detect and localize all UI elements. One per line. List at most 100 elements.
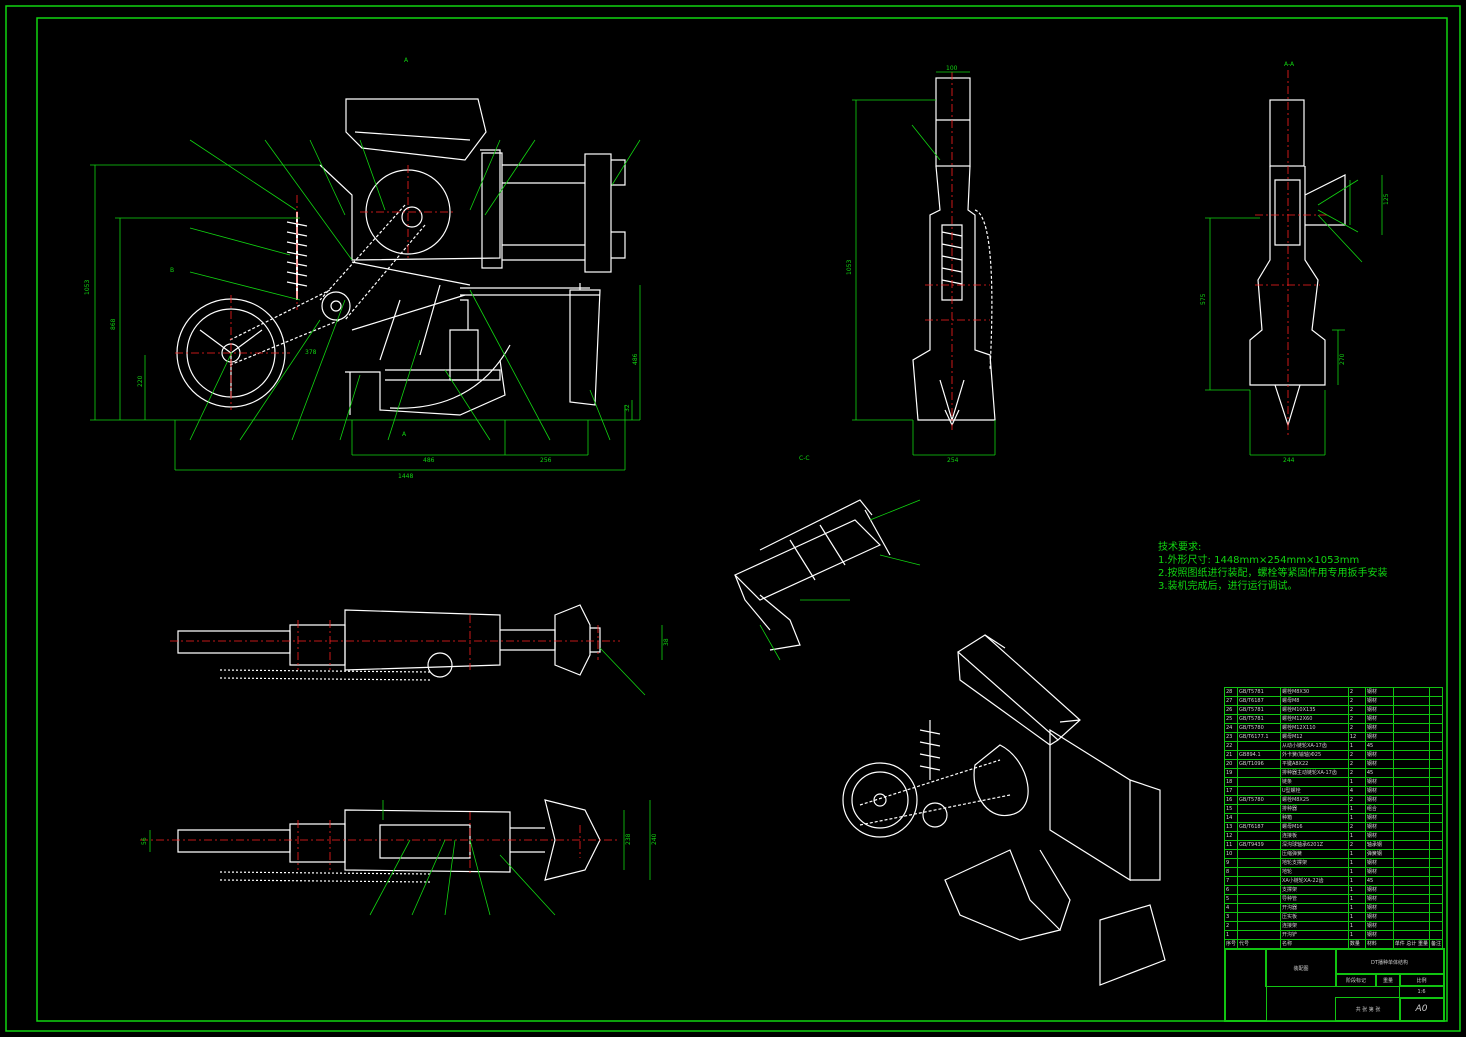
furrow-shovel [569, 283, 601, 406]
bom-cell-qty: 1 [1347, 831, 1366, 841]
bom-cell-no: 7 [1223, 876, 1239, 886]
label-a-bottom: A [402, 431, 407, 438]
bom-cell-weight [1392, 885, 1430, 895]
bom-cell-note [1428, 687, 1444, 697]
bom-cell-mat: 钢材 [1364, 705, 1394, 715]
title-material: 装配图 [1265, 949, 1337, 987]
tech-item-2: 2.按照图纸进行装配，螺栓等紧固件用专用扳手安装 [1158, 568, 1388, 579]
bom-cell-no: 13 [1223, 822, 1239, 832]
bom-cell-weight [1392, 696, 1430, 706]
bom-cell-weight [1392, 930, 1430, 940]
bom-cell-mat: 45 [1364, 741, 1394, 751]
bom-cell-note [1428, 867, 1444, 877]
front-dimension-text: 1448 486 256 1053 868 220 486 32 378 A A… [84, 57, 639, 480]
bom-cell-std [1237, 921, 1281, 931]
bom-cell-weight [1392, 813, 1430, 823]
bom-cell-mat: 轴承钢 [1364, 840, 1394, 850]
side-centerlines [925, 72, 990, 430]
bom-cell-std [1237, 894, 1281, 904]
bom-cell-mat: 钢材 [1364, 894, 1394, 904]
bom-cell-mat: 钢材 [1364, 687, 1394, 697]
bom-cell-weight [1392, 921, 1430, 931]
bom-cell-name: 螺栓M8X30 [1279, 687, 1349, 697]
bom-cell-qty: 1 [1347, 930, 1366, 940]
bom-cell-weight [1392, 894, 1430, 904]
bom-cell-qty: 2 [1347, 768, 1366, 778]
bom-cell-note [1428, 777, 1444, 787]
dim-end-height: 575 [1200, 293, 1207, 305]
bom-cell-qty: 1 [1347, 804, 1366, 814]
bom-cell-note [1428, 876, 1444, 886]
bom-cell-no: 16 [1223, 795, 1239, 805]
bom-cell-no: 9 [1223, 858, 1239, 868]
title-size: A0 [1399, 997, 1444, 1021]
bom-cell-no: 1 [1223, 930, 1239, 940]
section-cc [733, 499, 891, 651]
dim-868: 868 [110, 318, 117, 330]
drive-chain [319, 204, 426, 321]
end-view [1249, 99, 1346, 428]
bom-cell-mat: 钢材 [1364, 786, 1394, 796]
bom-cell-name: 开沟铲 [1279, 930, 1349, 940]
bom-cell-weight [1392, 822, 1430, 832]
bom-cell-no: 3 [1223, 912, 1239, 922]
bom-cell-name: 螺栓M8X25 [1279, 795, 1349, 805]
bom-cell-weight [1392, 858, 1430, 868]
bom-cell-qty: 1 [1347, 876, 1366, 886]
bom-cell-note [1428, 822, 1444, 832]
bom-cell-note [1428, 921, 1444, 931]
bom-cell-no: 21 [1223, 750, 1239, 760]
bom-cell-std [1237, 867, 1281, 877]
seed-hopper [345, 98, 487, 161]
bom-cell-name: 螺母M16 [1279, 822, 1349, 832]
side-hopper [935, 77, 971, 167]
dim-378: 378 [305, 349, 317, 356]
bom-cell-mat: 钢材 [1364, 795, 1394, 805]
dim-side-width: 254 [947, 457, 959, 464]
bom-cell-note [1428, 849, 1444, 859]
bom-cell-qty: 2 [1347, 840, 1366, 850]
bom-cell-weight [1392, 759, 1430, 769]
bom-cell-weight [1392, 849, 1430, 859]
bom-cell-std: GB/T5781 [1237, 714, 1281, 724]
bom-cell-qty: 1 [1347, 885, 1366, 895]
bom-cell-name: 导种管 [1279, 894, 1349, 904]
bom-cell-std [1237, 804, 1281, 814]
bom-cell-no: 17 [1223, 786, 1239, 796]
bom-cell-mat: 钢材 [1364, 912, 1394, 922]
bom-cell-no: 24 [1223, 723, 1239, 733]
inner-border [36, 17, 1448, 1022]
bom-cell-name: 地轮支撑架 [1279, 858, 1349, 868]
dim-plan2-a: 56 [141, 837, 148, 845]
bom-cell-std: GB/T9439 [1237, 840, 1281, 850]
bom-cell-note [1428, 750, 1444, 760]
bom-cell-name: 外卡簧(输轴)Φ25 [1279, 750, 1349, 760]
label-a-top: A [404, 57, 409, 64]
bom-cell-no: 18 [1223, 777, 1239, 787]
dim-1448: 1448 [398, 473, 413, 480]
bom-cell-name: 排种器主动链轮XA-17齿 [1279, 768, 1349, 778]
bom-cell-qty: 2 [1347, 696, 1366, 706]
bom-cell-no: 27 [1223, 696, 1239, 706]
bom-cell-qty: 1 [1347, 894, 1366, 904]
bom-cell-mat: 钢材 [1364, 777, 1394, 787]
bom-cell-std: GB/T1096 [1237, 759, 1281, 769]
end-dimensions [1205, 175, 1383, 456]
dim-486v: 486 [632, 353, 639, 365]
bom-cell-note [1428, 831, 1444, 841]
bom-cell-weight [1392, 903, 1430, 913]
bom-cell-note [1428, 840, 1444, 850]
bom-cell-name: 压实板 [1279, 912, 1349, 922]
bom-cell-weight [1392, 741, 1430, 751]
bom-cell-qty: 1 [1347, 867, 1366, 877]
